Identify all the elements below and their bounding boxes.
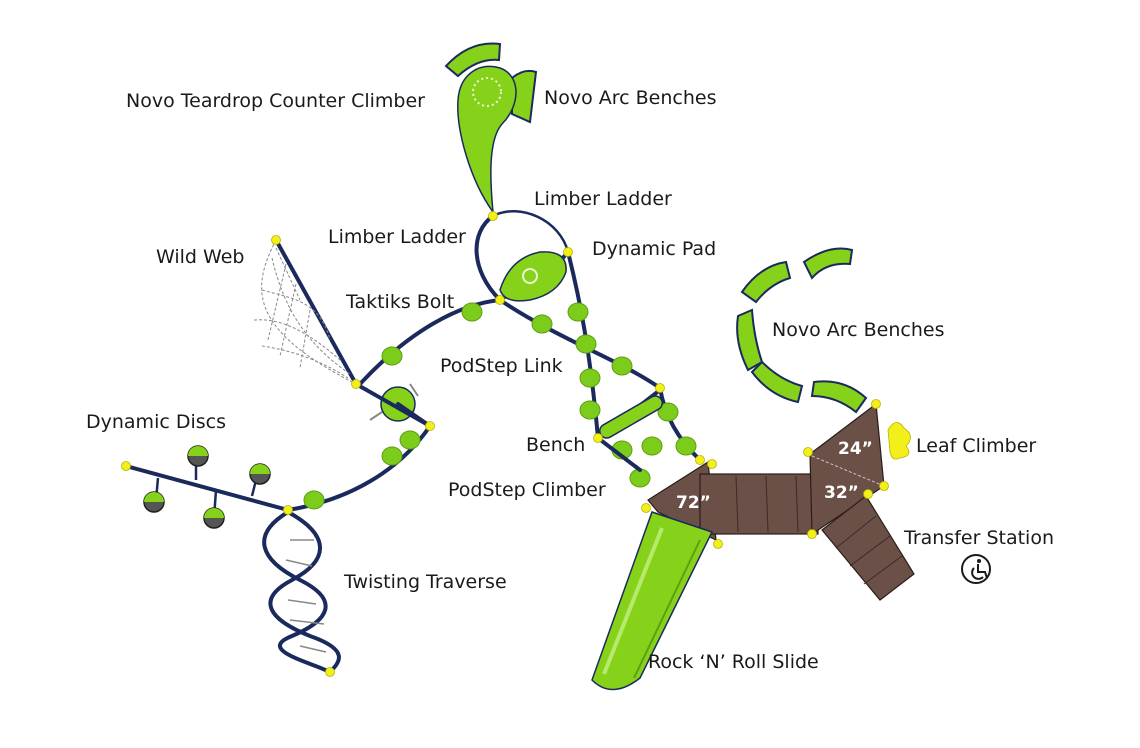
wild-web (253, 238, 358, 386)
main-deck (647, 460, 819, 542)
label-twisting-traverse: Twisting Traverse (343, 571, 507, 593)
label-transfer-station: Transfer Station (903, 527, 1054, 549)
label-limber-ladder-left: Limber Ladder (328, 226, 466, 248)
leaf-climber (887, 422, 911, 460)
label-arc-benches-right: Novo Arc Benches (772, 319, 944, 341)
label-wild-web: Wild Web (156, 246, 244, 268)
label-slide: Rock ‘N’ Roll Slide (648, 651, 819, 673)
label-podstep-climber: PodStep Climber (448, 479, 606, 501)
upper-deck-height: 24” (838, 439, 873, 459)
main-deck-height: 72” (676, 493, 711, 513)
connection-bolts (121, 211, 889, 677)
label-bench: Bench (526, 434, 585, 456)
rock-n-roll-slide (591, 511, 714, 691)
dynamic-pad (499, 251, 567, 302)
arc-bench-segment (444, 42, 502, 78)
label-teardrop-climber: Novo Teardrop Counter Climber (126, 90, 425, 112)
novo-arc-benches-top (444, 42, 538, 124)
label-limber-ladder-top: Limber Ladder (534, 188, 672, 210)
lower-deck-height: 32” (824, 483, 859, 503)
twisting-traverse (262, 510, 341, 674)
label-leaf-climber: Leaf Climber (916, 435, 1036, 457)
dynamic-discs (124, 445, 290, 529)
label-taktiks-bolt: Taktiks Bolt (345, 291, 454, 313)
label-podstep-link: PodStep Link (440, 355, 563, 377)
label-dynamic-discs: Dynamic Discs (86, 411, 226, 433)
transfer-station (821, 495, 915, 601)
taktiks-bolt (354, 382, 432, 428)
wheelchair-accessibility-icon (961, 554, 991, 584)
novo-arc-benches-right (736, 247, 868, 414)
arc-bench-segment (511, 69, 538, 124)
bench (596, 388, 663, 472)
label-arc-benches-top: Novo Arc Benches (544, 87, 716, 109)
novo-teardrop-counter-climber (457, 65, 517, 215)
label-dynamic-pad: Dynamic Pad (592, 238, 716, 260)
